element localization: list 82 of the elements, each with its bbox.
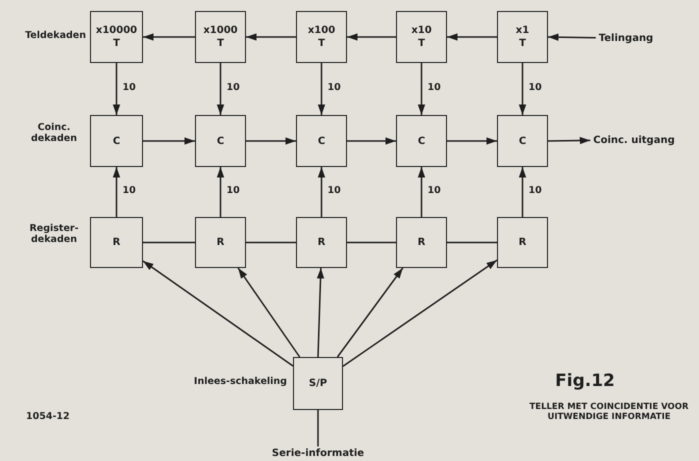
- connector-arrow: [342, 259, 498, 367]
- edge-label: 10: [122, 185, 137, 196]
- figure-number: 1054-12: [26, 412, 71, 423]
- connector-arrow: [548, 33, 596, 41]
- connector-arrow: [143, 137, 195, 145]
- connector-arrow: [142, 260, 294, 367]
- row-label: Register-dekaden: [28, 224, 80, 246]
- connector-arrow: [318, 167, 326, 217]
- edge-label: 10: [326, 82, 342, 93]
- connector-arrow: [347, 33, 396, 41]
- figure-caption: TELLER MET COINCIDENTIE VOOR UITWENDIGE INFORMATIE: [528, 403, 690, 423]
- connector-arrow: [447, 33, 497, 41]
- block-label: R: [216, 236, 224, 249]
- block-box: [195, 11, 246, 63]
- block-label: C: [518, 134, 526, 148]
- block-box: [293, 357, 343, 410]
- block-label: x100: [308, 24, 336, 37]
- block-box: [497, 11, 548, 63]
- connector-arrow: [518, 63, 526, 115]
- block-label: x1: [516, 24, 530, 37]
- block-label: R: [518, 236, 526, 249]
- block-label: T: [217, 37, 224, 50]
- connector-arrow: [246, 33, 296, 41]
- block-label: C: [418, 134, 426, 148]
- block-box: [90, 115, 143, 167]
- connector-arrow: [246, 137, 296, 145]
- edge-label: 10: [426, 82, 442, 93]
- block-box: [396, 217, 447, 268]
- block-label: R: [318, 236, 326, 249]
- connector-arrow: [318, 63, 326, 115]
- edge-label: 10: [426, 185, 442, 196]
- block-label: R: [418, 236, 426, 249]
- connector-arrow: [548, 136, 590, 144]
- connector-arrow: [143, 33, 195, 41]
- block-label: C: [112, 134, 120, 148]
- block-box: [90, 11, 143, 63]
- connector-arrow: [418, 167, 426, 217]
- connector-arrow: [447, 137, 497, 145]
- connector-arrow: [216, 63, 224, 115]
- block-label: C: [216, 134, 224, 148]
- block-label: T: [113, 37, 120, 50]
- edge-label: 10: [326, 185, 342, 196]
- block-box: [296, 11, 347, 63]
- block-box: [195, 217, 246, 268]
- block-box: [497, 115, 548, 167]
- edge-label: 10: [528, 82, 543, 93]
- block-label: x10000: [96, 24, 138, 37]
- block-label: x1000: [203, 24, 238, 37]
- connector-arrow: [316, 268, 324, 358]
- connector-arrow: [418, 63, 426, 115]
- connector-arrow: [518, 167, 526, 217]
- row-label: Coinc. dekaden: [30, 123, 78, 145]
- edge-label: 10: [226, 82, 241, 93]
- block-label: C: [318, 134, 326, 148]
- block-label: T: [418, 37, 425, 50]
- connector-arrow: [347, 137, 396, 145]
- edge-label: 10: [226, 185, 241, 196]
- signal-label: Serie-informatie: [272, 448, 364, 458]
- block-label: T: [318, 37, 325, 50]
- block-box: [396, 11, 447, 63]
- block-label: S/P: [308, 377, 328, 390]
- block-box: [497, 217, 548, 268]
- block-box: [396, 115, 447, 167]
- block-label: R: [112, 236, 120, 249]
- block-label: x10: [411, 24, 432, 37]
- signal-label: Telingang: [598, 32, 654, 44]
- edge-label: 10: [528, 185, 543, 196]
- block-box: [90, 217, 143, 268]
- connector-arrow: [216, 167, 224, 217]
- signal-label: Coinc. uitgang: [593, 134, 675, 146]
- block-box: [296, 217, 347, 268]
- edge-label: 10: [122, 82, 137, 93]
- block-label: T: [519, 37, 526, 50]
- block-box: [296, 115, 347, 167]
- figure-title: Fig.12: [554, 372, 616, 392]
- connector-arrow: [336, 268, 404, 358]
- connector-arrow: [112, 167, 120, 217]
- connector-arrow: [112, 63, 120, 115]
- connector-arrow: [238, 268, 300, 358]
- row-label: Teldekaden: [24, 31, 86, 42]
- block-caption: Inlees-schakeling: [192, 377, 287, 388]
- block-box: [195, 115, 246, 167]
